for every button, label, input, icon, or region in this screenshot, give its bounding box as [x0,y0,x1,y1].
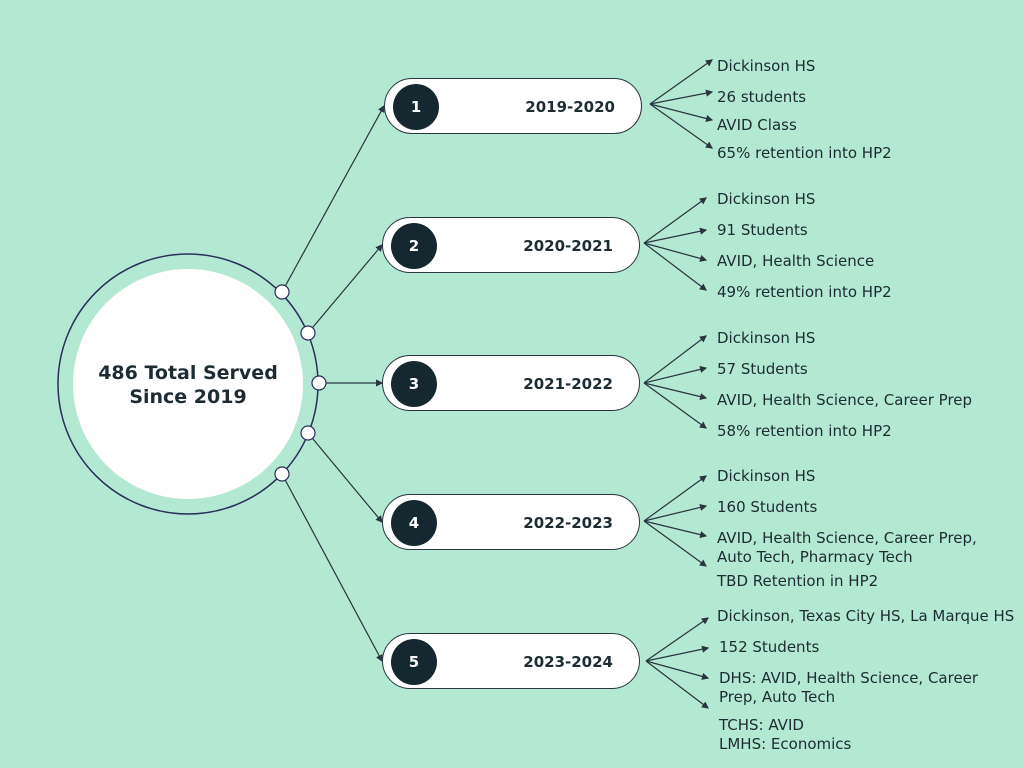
year-2-detail-arrow-2 [643,227,708,244]
year-1-detail-arrow-2 [649,89,714,105]
year-4-detail-arrow-4 [643,520,707,567]
year-number-badge: 5 [391,639,437,685]
ring-node-3 [311,375,327,391]
year-2-detail-3: AVID, Health Science [717,252,875,270]
year-5-detail-arrow-1 [645,617,709,662]
year-1-detail-arrow-3 [649,103,714,122]
year-number-badge: 3 [391,361,437,407]
year-1-detail-4: 65% retention into HP2 [717,144,892,162]
year-label: 2020-2021 [523,237,613,255]
year-3-detail-arrow-1 [643,335,707,384]
year-2-detail-arrow-3 [643,242,708,262]
year-1-detail-1: Dickinson HS [717,57,816,75]
ring-node-1 [274,284,290,300]
year-number-badge: 2 [391,223,437,269]
ring-node-2 [300,325,316,341]
year-pill-2: 2 2020-2021 [382,217,640,273]
connector-lines [281,59,714,709]
year-5-detail-arrow-4 [645,660,709,709]
year-3-detail-1: Dickinson HS [717,329,816,347]
hub-title: 486 Total Served Since 2019 [73,270,303,500]
year-5-detail-5: TCHS: AVID [719,716,804,734]
year-4-detail-2: 160 Students [717,498,818,516]
year-5-detail-4: Prep, Auto Tech [719,688,836,706]
year-5-detail-3: DHS: AVID, Health Science, Career [719,669,979,687]
year-pill-3: 3 2021-2022 [382,355,640,411]
year-5-detail-arrow-3 [645,660,710,680]
year-number-badge: 1 [393,84,439,130]
hub-to-year-5-line [281,473,383,663]
year-3-detail-arrow-4 [643,382,707,429]
year-3-detail-4: 58% retention into HP2 [717,422,892,440]
year-3-detail-3: AVID, Health Science, Career Prep [717,391,973,409]
hub-to-year-1-line [281,104,385,293]
year-label: 2019-2020 [525,98,615,116]
year-1-detail-arrow-1 [649,59,713,105]
year-pill-5: 5 2023-2024 [382,633,640,689]
year-4-detail-arrow-2 [643,503,708,522]
year-label: 2021-2022 [523,375,613,393]
hub-title-line-2: Since 2019 [129,386,247,408]
ring-nodes [274,284,327,482]
ring-node-5 [274,466,290,482]
year-label: 2023-2024 [523,653,613,671]
year-1-detail-2: 26 students [717,88,807,106]
year-2-detail-2: 91 Students [717,221,808,239]
year-5-detail-6: LMHS: Economics [719,735,852,753]
hub-to-year-2-line [307,244,383,334]
year-4-detail-arrow-1 [643,475,707,522]
hub-circle [73,269,303,499]
year-5-detail-2: 152 Students [719,638,820,656]
year-4-detail-1: Dickinson HS [717,467,816,485]
year-4-detail-3: AVID, Health Science, Career Prep, [717,529,977,547]
year-pill-4: 4 2022-2023 [382,494,640,550]
year-2-detail-arrow-1 [643,197,707,244]
year-1-detail-3: AVID Class [717,116,797,134]
year-4-detail-arrow-3 [643,520,708,539]
year-4-detail-4: Auto Tech, Pharmacy Tech [717,548,913,566]
year-pill-1: 1 2019-2020 [384,78,642,134]
year-5-detail-arrow-2 [645,645,710,662]
year-3-detail-arrow-3 [643,382,708,401]
hub-to-year-4-line [307,432,383,523]
year-2-detail-arrow-4 [643,242,707,291]
year-2-detail-1: Dickinson HS [717,190,816,208]
year-label: 2022-2023 [523,514,613,532]
year-3-detail-2: 57 Students [717,360,808,378]
year-5-detail-1: Dickinson, Texas City HS, La Marque HS [717,607,1015,625]
ring-node-4 [300,425,316,441]
year-number-badge: 4 [391,500,437,546]
year-1-detail-arrow-4 [649,103,713,149]
year-3-detail-arrow-2 [643,365,708,384]
year-4-detail-5: TBD Retention in HP2 [717,572,879,590]
year-2-detail-4: 49% retention into HP2 [717,283,892,301]
hub-title-line-1: 486 Total Served [98,362,278,384]
